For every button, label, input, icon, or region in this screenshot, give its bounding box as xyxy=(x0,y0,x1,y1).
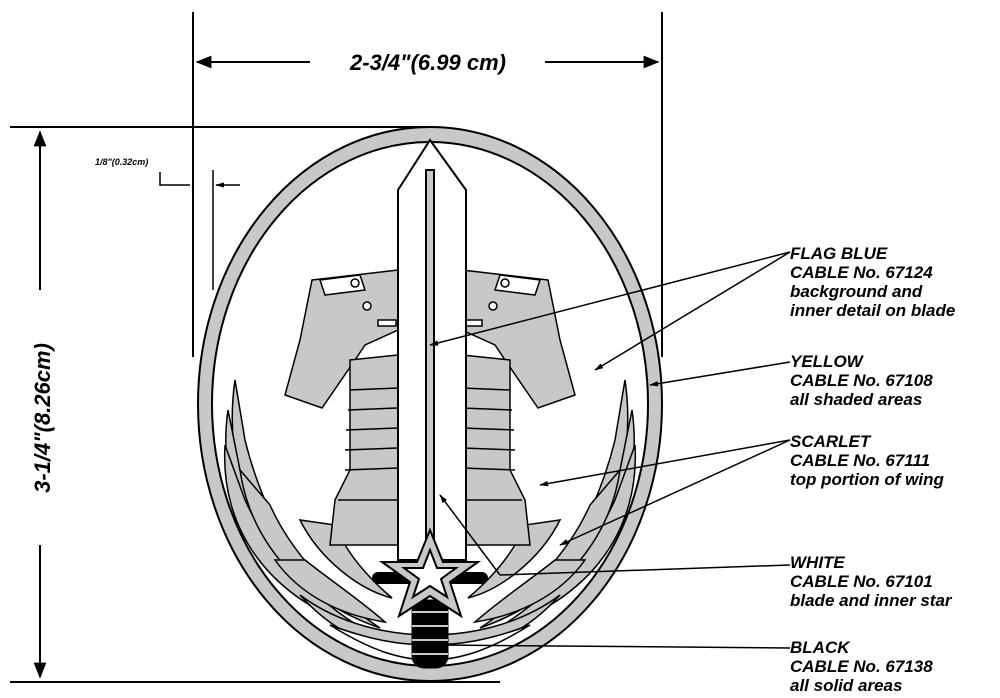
sword-grip xyxy=(411,599,449,669)
callout-desc: all shaded areas xyxy=(790,390,923,409)
border-label: 1/8"(0.32cm) xyxy=(95,157,148,167)
left-wing xyxy=(223,379,393,631)
callout-desc: background and xyxy=(790,282,923,301)
callout-color: BLACK xyxy=(790,638,850,657)
callout-black: BLACK CABLE No. 67138 all solid areas xyxy=(790,638,933,695)
callout-color: YELLOW xyxy=(790,352,863,371)
callout-cable: CABLE No. 67108 xyxy=(790,371,933,390)
callout-desc: inner detail on blade xyxy=(790,301,956,320)
callout-flag-blue: FLAG BLUE CABLE No. 67124 background and… xyxy=(790,244,955,320)
right-armor xyxy=(461,269,576,546)
callout-color: WHITE xyxy=(790,553,845,572)
star-emblem xyxy=(378,527,482,619)
left-armor xyxy=(284,269,399,546)
height-label: 3-1/4"(8.26cm) xyxy=(30,343,55,493)
callout-cable: CABLE No. 67124 xyxy=(790,263,933,282)
width-dimension xyxy=(192,12,663,357)
callout-cable: CABLE No. 67101 xyxy=(790,572,933,591)
callout-scarlet: SCARLET CABLE No. 67111 top portion of w… xyxy=(790,432,944,489)
callout-desc: blade and inner star xyxy=(790,591,952,610)
callout-cable: CABLE No. 67111 xyxy=(790,451,931,470)
height-dimension xyxy=(10,126,500,683)
callout-color: SCARLET xyxy=(790,432,871,451)
callout-color: FLAG BLUE xyxy=(790,244,888,263)
callout-white: WHITE CABLE No. 67101 blade and inner st… xyxy=(790,553,952,610)
sword-blade xyxy=(397,138,467,561)
callout-cable: CABLE No. 67138 xyxy=(790,657,933,676)
width-label: 2-3/4"(6.99 cm) xyxy=(349,50,506,75)
border-dimension xyxy=(159,170,240,290)
callout-desc: all solid areas xyxy=(790,676,903,695)
callout-desc: top portion of wing xyxy=(790,470,944,489)
leader-lines xyxy=(429,251,791,649)
callout-yellow: YELLOW CABLE No. 67108 all shaded areas xyxy=(790,352,933,409)
